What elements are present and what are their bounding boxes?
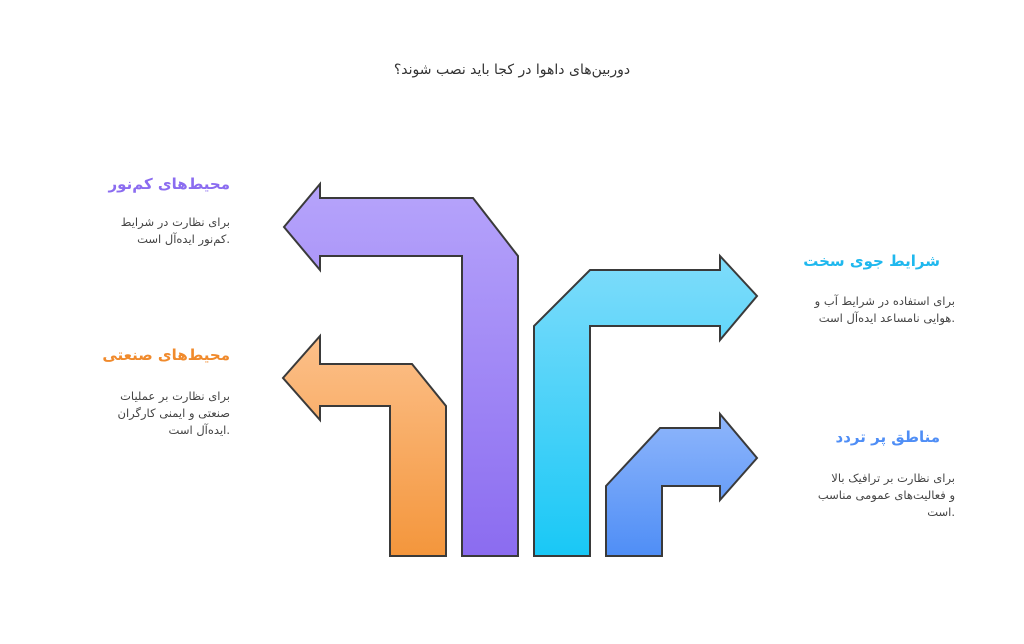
industrial-description: برای نظارت بر عملیات صنعتی و ایمنی کارگر…	[60, 388, 230, 439]
harsh-weather-description-line-1: برای استفاده در شرایط آب و	[814, 294, 955, 308]
high-traffic-description-line-1: برای نظارت بر ترافیک بالا	[831, 471, 955, 485]
industrial-description-line-1: برای نظارت بر عملیات	[120, 389, 230, 403]
low-light-description-line-1: برای نظارت در شرایط	[120, 215, 230, 229]
high-traffic-description-line-2: و فعالیت‌های عمومی مناسب	[817, 488, 955, 502]
diagram-title: دوربین‌های داهوا در کجا باید نصب شوند؟	[393, 62, 631, 78]
industrial-arrow	[281, 333, 447, 557]
low-light-heading: محیط‌های کم‌نور	[108, 175, 230, 193]
industrial-description-line-3: .ایده‌آل است	[168, 423, 230, 437]
harsh-weather-description: برای استفاده در شرایط آب و .هوایی نامساع…	[770, 293, 955, 327]
high-traffic-arrow	[605, 411, 759, 557]
low-light-description-line-2: .کم‌نور ایده‌آل است	[137, 232, 230, 246]
harsh-weather-heading: شرایط جوی سخت	[803, 252, 940, 270]
high-traffic-description: برای نظارت بر ترافیک بالا و فعالیت‌های ع…	[770, 470, 955, 521]
high-traffic-description-line-3: .است	[927, 505, 955, 519]
industrial-heading: محیط‌های صنعتی	[102, 346, 230, 364]
low-light-description: برای نظارت در شرایط .کم‌نور ایده‌آل است	[60, 214, 230, 248]
harsh-weather-arrow	[533, 253, 759, 557]
industrial-description-line-2: صنعتی و ایمنی کارگران	[117, 406, 230, 420]
low-light-arrow	[282, 181, 519, 557]
high-traffic-heading: مناطق پر تردد	[835, 428, 940, 446]
harsh-weather-description-line-2: .هوایی نامساعد ایده‌آل است	[818, 311, 955, 325]
